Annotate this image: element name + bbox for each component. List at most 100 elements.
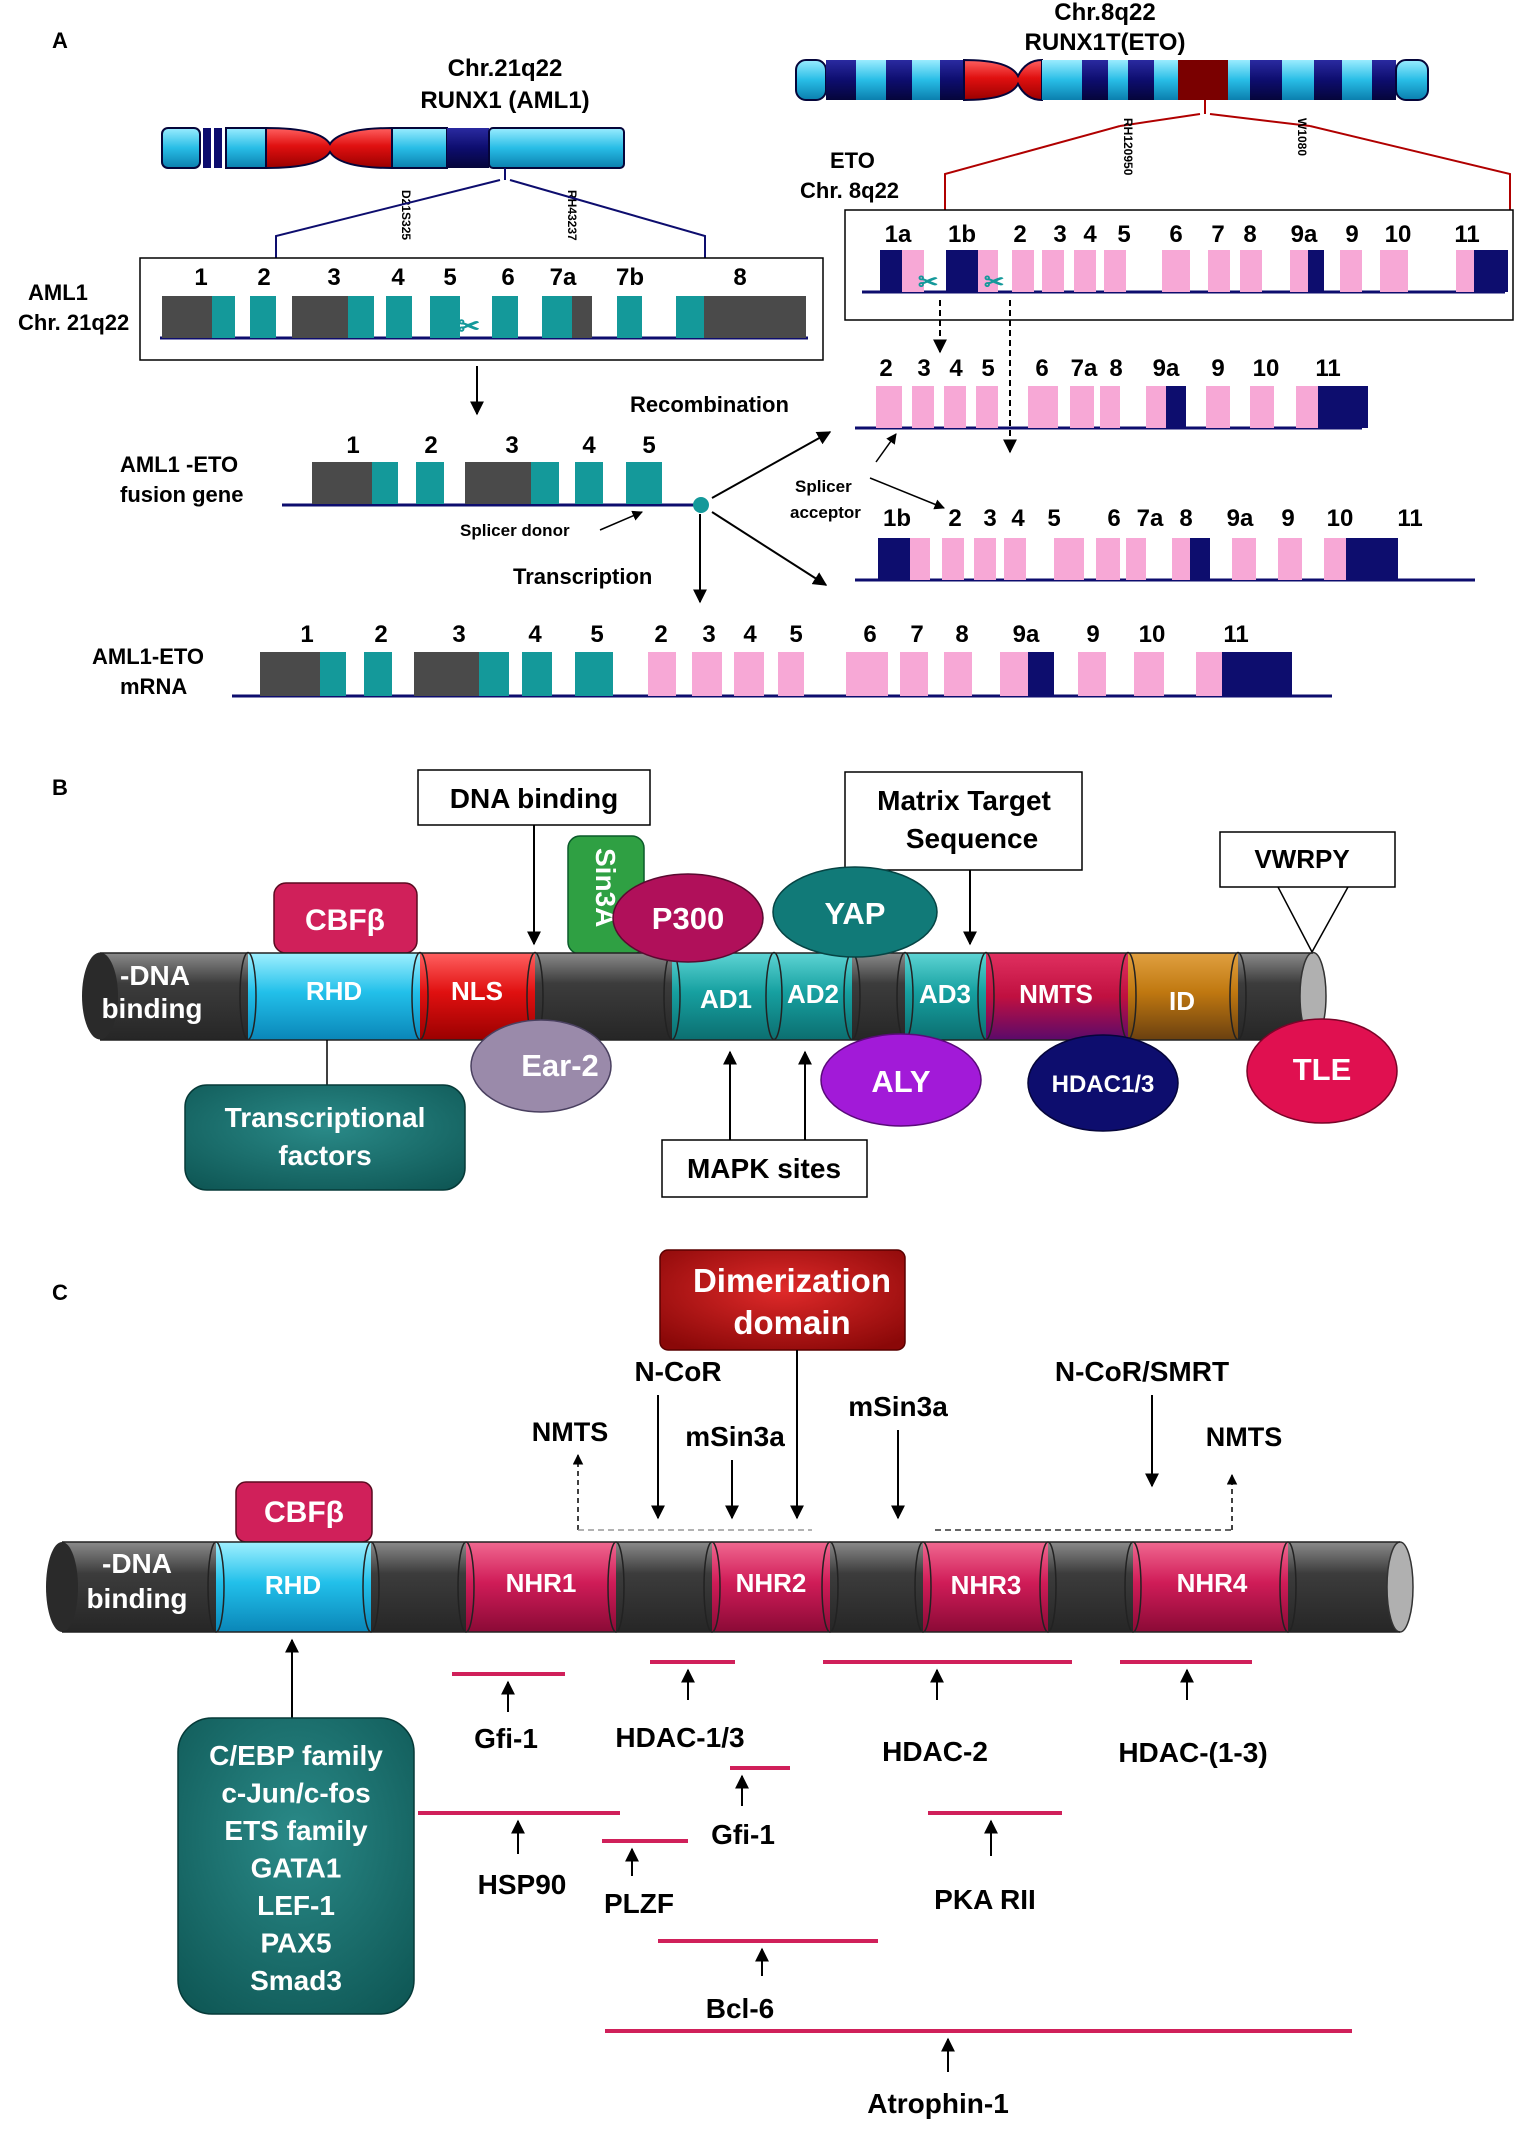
fusion-exon-number: 2 [424, 432, 437, 459]
cbfb-label: CBFβ [305, 904, 385, 937]
ear2-label: Ear-2 [521, 1048, 599, 1083]
fusion-exon-block [626, 462, 662, 504]
marker-rh120950: RH120950 [1121, 118, 1135, 176]
mrna-exon-number: 3 [452, 621, 465, 648]
junction-dot [693, 497, 709, 513]
eto-rec1-exon-block [912, 386, 934, 428]
eto-rec1-exon-number: 11 [1315, 355, 1340, 382]
msin3a-label-1: mSin3a [685, 1421, 785, 1452]
aml1-exon-number: 4 [391, 264, 405, 291]
chr8-title: Chr.8q22 [1054, 0, 1155, 26]
matrix-target-label: Matrix Target [877, 785, 1051, 816]
mrna-exon-number: 9 [1086, 621, 1099, 648]
ad3-label: AD3 [919, 979, 971, 1009]
panel-c-label: C [52, 1280, 68, 1305]
eto-rec1-exon-number: 3 [917, 355, 930, 382]
mrna-exon-block [692, 652, 722, 696]
aml1-exon-block [386, 296, 412, 338]
mrna-exon-number: 11 [1223, 621, 1248, 648]
p300-blob [612, 873, 764, 963]
nmts-left-label: NMTS [532, 1417, 609, 1447]
aly-blob [820, 1033, 982, 1127]
eto-rec1-exon-number: 9a [1153, 355, 1180, 382]
eto-exon-block [1474, 250, 1508, 292]
nls-label: NLS [451, 976, 503, 1006]
mrna-exon-number: 9a [1013, 621, 1040, 648]
mrna-exon-block [778, 652, 804, 696]
mrna-exon-block [1028, 652, 1054, 696]
partner-factor-item: PAX5 [260, 1928, 331, 1959]
eto-rec1-exon-number: 5 [981, 355, 994, 382]
transcriptional-factors-box [184, 1084, 466, 1191]
plzf-label: PLZF [604, 1888, 674, 1919]
eto-exon-number: 7 [1211, 221, 1224, 248]
eto-rec2-exon-block [1278, 538, 1302, 580]
fusion-exon-block [416, 462, 444, 504]
interaction-lines [418, 1660, 1352, 2033]
dimerization-domain-box [659, 1249, 906, 1351]
eto-chr-label: Chr. 8q22 [800, 178, 899, 203]
mrna-exon-block [1000, 652, 1028, 696]
eto-recombined-2-blocks [878, 538, 1398, 580]
mrna-exon-block [1134, 652, 1164, 696]
hdac-label: HDAC1/3 [1052, 1071, 1155, 1098]
mrna-exon-number: 6 [863, 621, 876, 648]
eto-exon-number: 1a [885, 221, 912, 248]
hsp90-label: HSP90 [478, 1869, 567, 1900]
eto-rec1-exon-number: 6 [1035, 355, 1048, 382]
fusion-exon-block [575, 462, 603, 504]
fusion-exon-block [312, 462, 372, 504]
tle-label: TLE [1293, 1052, 1352, 1087]
eto-rec2-exon-block [1172, 538, 1190, 580]
eto-rec2-exon-block [1096, 538, 1120, 580]
eto-exon-block [1290, 250, 1308, 292]
mrna-exon-block [260, 652, 320, 696]
eto-rec2-exon-number: 6 [1107, 505, 1120, 532]
mrna-sublabel: mRNA [120, 674, 187, 699]
aml1-exon-block [250, 296, 276, 338]
eto-rec1-exon-block [1146, 386, 1166, 428]
eto-exon-number: 6 [1169, 221, 1182, 248]
eto-rec2-exon-block [1324, 538, 1346, 580]
ad2-label: AD2 [787, 979, 839, 1009]
partner-factor-item: C/EBP family [209, 1740, 383, 1771]
eto-exon-block [1240, 250, 1262, 292]
mrna-exon-block [846, 652, 888, 696]
eto-rec2-exon-block [878, 538, 910, 580]
p300-label: P300 [652, 901, 724, 936]
ear2-blob [470, 1019, 612, 1113]
aml1-label: AML1 [28, 280, 88, 305]
fusion-exon-number: 3 [505, 432, 518, 459]
aml1-exon-number: 5 [443, 264, 456, 291]
scissors-icon-aml1: ✂ [458, 311, 480, 341]
eto-exon-block [1042, 250, 1064, 292]
chr21-subtitle: RUNX1 (AML1) [420, 87, 589, 114]
eto-rec2-exon-block [1054, 538, 1084, 580]
fusion-exon-block [531, 462, 559, 504]
eto-exon-block [1012, 250, 1034, 292]
nhr4-label: NHR4 [1177, 1568, 1248, 1598]
eto-rec2-exon-number: 7a [1137, 505, 1164, 532]
fusion-exon-number: 5 [642, 432, 655, 459]
eto-rec1-exon-block [876, 386, 902, 428]
eto-rec1-exon-block [976, 386, 998, 428]
eto-exon-block [1456, 250, 1474, 292]
eto-rec2-exon-number: 11 [1397, 505, 1422, 532]
dna-binding-end-label: -DNA [120, 960, 190, 991]
gfi1-label-a: Gfi-1 [474, 1723, 538, 1754]
mrna-exon-number: 5 [590, 621, 603, 648]
eto-rec2-exon-number: 1b [883, 505, 911, 532]
hdac2-label: HDAC-2 [882, 1736, 988, 1767]
aml1-chr-label: Chr. 21q22 [18, 310, 129, 335]
hdac-1-3-label: HDAC-(1-3) [1118, 1737, 1267, 1768]
chr21-title: Chr.21q22 [448, 55, 563, 82]
eto-label: ETO [830, 148, 875, 173]
partner-factor-item: ETS family [224, 1815, 368, 1846]
